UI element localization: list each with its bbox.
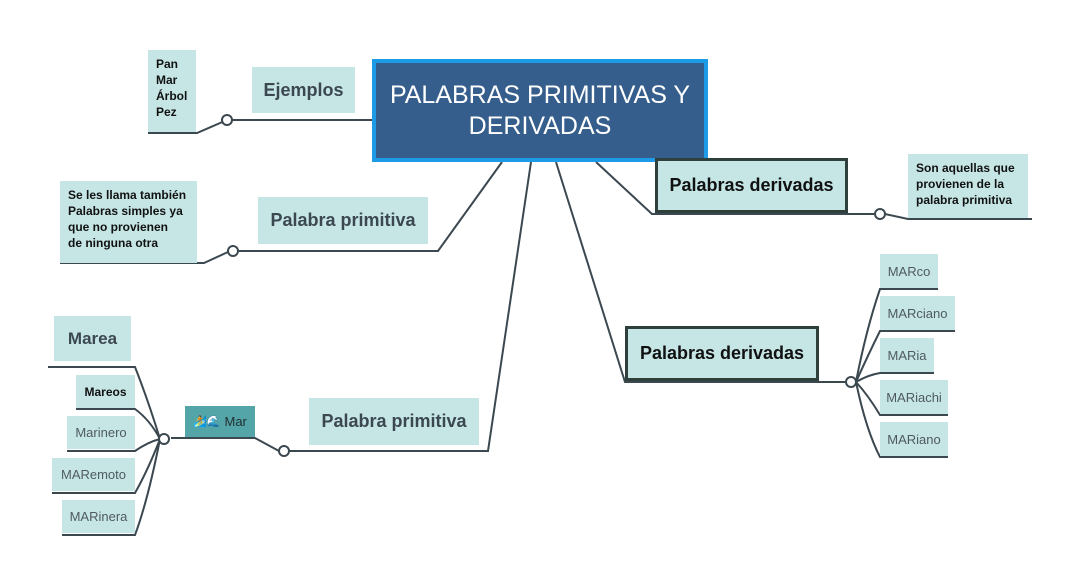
root-word-mar[interactable]: 🏄🌊 Mar — [185, 406, 255, 437]
primitive-family-word[interactable]: Mareos — [76, 375, 135, 408]
central-topic[interactable]: PALABRAS PRIMITIVAS Y DERIVADAS — [372, 59, 708, 162]
branch-palabra-primitiva-ej-label: Palabra primitiva — [321, 411, 467, 431]
primitive-family-word[interactable]: MARemoto — [52, 458, 135, 491]
primitive-family-word-label: Mareos — [84, 384, 127, 399]
primitive-family-word[interactable]: Marea — [54, 316, 131, 361]
derived-word-label: MARciano — [887, 305, 948, 321]
derived-word-label: MARco — [887, 263, 931, 279]
primitive-family-word-label: MARemoto — [60, 467, 127, 482]
surf-wave-icon: 🏄🌊 — [193, 416, 221, 428]
primitive-family-word-label: MARinera — [69, 509, 128, 524]
primitive-family-word[interactable]: MARinera — [62, 500, 135, 533]
derived-word[interactable]: MARia — [880, 338, 934, 372]
branch-palabra-primitiva-def-label: Palabra primitiva — [270, 210, 416, 230]
central-topic-title: PALABRAS PRIMITIVAS Y DERIVADAS — [389, 80, 691, 140]
primitive-family-word-label: Marea — [67, 328, 118, 348]
derived-word[interactable]: MARco — [880, 254, 938, 288]
derived-word[interactable]: MARciano — [880, 296, 955, 330]
derivadas-def-note[interactable]: Son aquellas que provienen de la palabra… — [908, 154, 1028, 218]
root-word-label: Mar — [224, 414, 247, 429]
branch-ejemplos-label: Ejemplos — [263, 79, 344, 100]
branch-palabra-primitiva-def[interactable]: Palabra primitiva — [258, 197, 428, 244]
branch-palabra-primitiva-ej[interactable]: Palabra primitiva — [309, 398, 479, 445]
branch-palabras-derivadas-def-label: Palabras derivadas — [669, 175, 834, 195]
derived-word-label: MARiachi — [886, 389, 942, 405]
branch-ejemplos[interactable]: Ejemplos — [252, 67, 355, 113]
primitiva-def-note[interactable]: Se les llama también Palabras simples ya… — [60, 181, 197, 263]
branch-palabras-derivadas-ej-label: Palabras derivadas — [639, 343, 805, 363]
primitiva-def-note-text: Se les llama también Palabras simples ya… — [68, 188, 187, 250]
derived-word-label: MARiano — [887, 431, 941, 447]
primitive-family-word[interactable]: Marinero — [67, 416, 135, 449]
primitive-family-word-label: Marinero — [75, 425, 127, 440]
derived-word[interactable]: MARiachi — [880, 380, 948, 414]
ejemplos-note[interactable]: Pan Mar Árbol Pez — [148, 50, 196, 132]
branch-palabras-derivadas-ej[interactable]: Palabras derivadas — [625, 326, 819, 381]
derived-word[interactable]: MARiano — [880, 422, 948, 456]
derivadas-def-note-text: Son aquellas que provienen de la palabra… — [916, 161, 1015, 207]
ejemplos-note-text: Pan Mar Árbol Pez — [156, 57, 188, 119]
derived-word-label: MARia — [887, 347, 927, 363]
branch-palabras-derivadas-def[interactable]: Palabras derivadas — [655, 158, 848, 213]
